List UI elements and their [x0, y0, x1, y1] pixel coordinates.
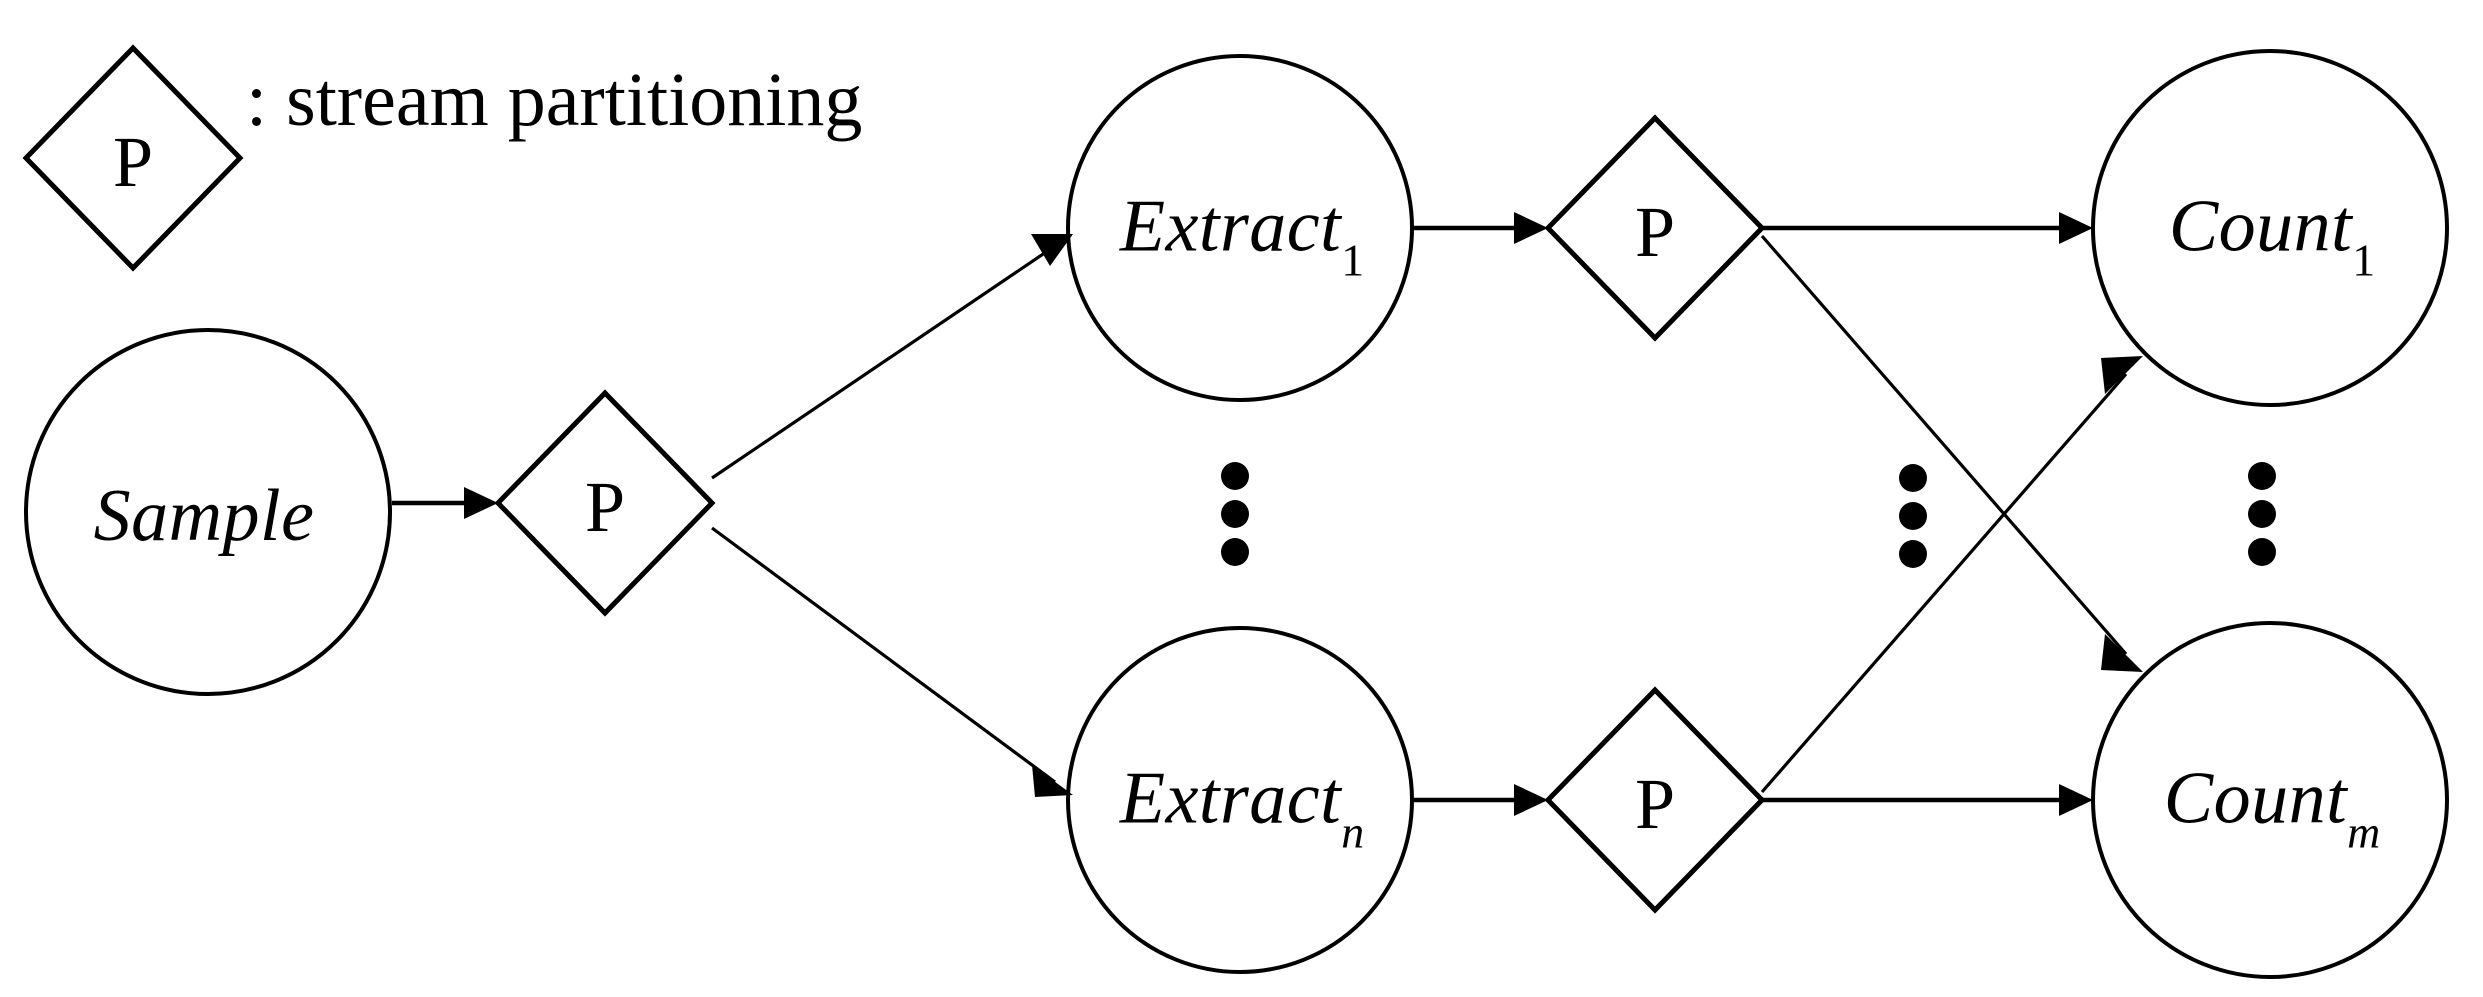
legend-partition-label: P	[112, 122, 154, 202]
legend-partition-diamond	[22, 44, 244, 272]
node-partition-extract-last-label: P	[1634, 764, 1676, 844]
legend-description: : stream partitioning	[246, 58, 863, 142]
node-count-last-subscript: m	[2347, 806, 2381, 858]
arrowhead-partition-first-to-count-last	[2101, 634, 2143, 672]
ellipsis-partition-column	[1899, 464, 1927, 568]
node-count-first-base: Count	[2168, 185, 2353, 268]
node-partition-extract-first-label: P	[1634, 192, 1676, 272]
node-extract-last-label: Extractn	[1120, 762, 1364, 855]
edge-partition-to-extract-last	[711, 526, 1056, 784]
node-extract-last-subscript: n	[1341, 806, 1365, 858]
edge-partition-to-extract-first	[711, 244, 1056, 480]
node-extract-last-base: Extract	[1119, 757, 1342, 840]
node-count-last-label: Countm	[2164, 762, 2381, 855]
arrowhead-partition-to-extract-first	[1031, 234, 1073, 266]
edge-partition-last-to-count-first	[1760, 372, 2128, 794]
arrowhead-partition-last-to-count-last	[2059, 784, 2093, 816]
node-count-first-label: Count1	[2169, 190, 2375, 283]
node-sample-circle[interactable]	[24, 328, 392, 696]
arrowhead-extract-first-to-partition	[1514, 212, 1548, 244]
node-partition-extract-first-diamond[interactable]	[1544, 114, 1766, 342]
arrowhead-partition-last-to-count-first	[2101, 356, 2143, 394]
node-partition-extract-last-diamond[interactable]	[1544, 686, 1766, 914]
node-extract-first-label: Extract1	[1120, 190, 1364, 283]
arrowhead-partition-to-extract-last	[1032, 765, 1073, 797]
ellipsis-count-column	[2248, 462, 2276, 566]
node-count-last-base: Count	[2163, 757, 2348, 840]
ellipsis-extract-column	[1221, 462, 1249, 566]
node-extract-first-base: Extract	[1119, 185, 1342, 268]
node-sample-label: Sample	[93, 475, 315, 557]
edge-partition-first-to-count-last	[1760, 234, 2128, 656]
node-partition-source-label: P	[584, 467, 626, 547]
node-partition-source-diamond[interactable]	[494, 389, 716, 617]
node-count-first-subscript: 1	[2352, 234, 2376, 286]
arrowhead-sample-to-partition	[464, 487, 498, 519]
node-extract-first-subscript: 1	[1341, 234, 1365, 286]
arrowhead-partition-first-to-count-first	[2059, 212, 2093, 244]
arrowhead-extract-last-to-partition	[1514, 784, 1548, 816]
